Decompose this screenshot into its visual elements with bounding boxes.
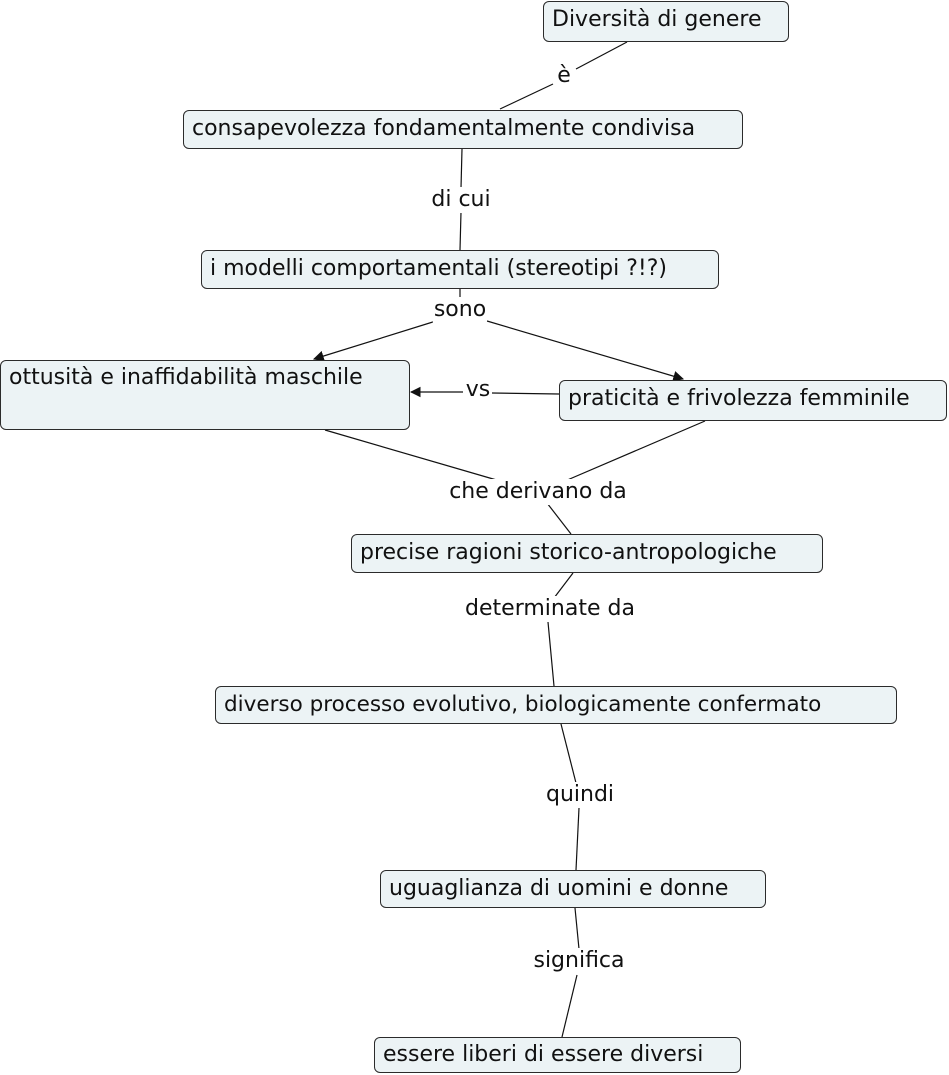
concept-ragioni-storico-antropologiche[interactable]: precise ragioni storico-antropologiche [351,534,823,573]
concept-consapevolezza-condivisa[interactable]: consapevolezza fondamentalmente condivis… [183,110,743,149]
link-line [574,907,580,950]
concept-essere-liberi[interactable]: essere liberi di essere diversi [374,1037,741,1073]
linking-phrase-di-cui[interactable]: di cui [430,187,492,213]
link-line [547,621,555,687]
concept-praticita-femminile[interactable]: praticità e frivolezza femminile [559,380,947,421]
link-line [564,420,706,482]
concept-ottusita-maschile[interactable]: ottusità e inaffidabilità maschile [0,360,410,430]
concept-processo-evolutivo[interactable]: diverso processo evolutivo, biologicamen… [215,686,897,724]
link-line [491,392,560,395]
link-line [324,429,501,482]
concept-modelli-comportamentali[interactable]: i modelli comportamentali (stereotipi ?!… [201,250,719,289]
linking-phrase-determinate-da[interactable]: determinate da [464,596,636,622]
linking-phrase-quindi[interactable]: quindi [544,782,616,808]
link-line [499,83,554,110]
link-line [486,320,685,382]
link-line [575,807,580,871]
link-line [460,148,463,189]
linking-phrase-significa[interactable]: significa [532,948,626,974]
concept-uguaglianza[interactable]: uguaglianza di uomini e donne [380,870,766,908]
link-line [561,974,578,1038]
link-line [553,572,574,599]
link-line [459,211,462,251]
linking-phrase-sono[interactable]: sono [432,297,488,323]
link-line [575,41,628,70]
linking-phrase-che-derivano-da[interactable]: che derivano da [448,479,628,505]
concept-diversita-di-genere[interactable]: Diversità di genere [543,1,789,42]
link-line [560,723,577,784]
link-line [546,502,572,535]
link-line [312,320,437,362]
linking-phrase-e[interactable]: è [556,63,572,89]
linking-phrase-vs[interactable]: vs [464,377,492,403]
